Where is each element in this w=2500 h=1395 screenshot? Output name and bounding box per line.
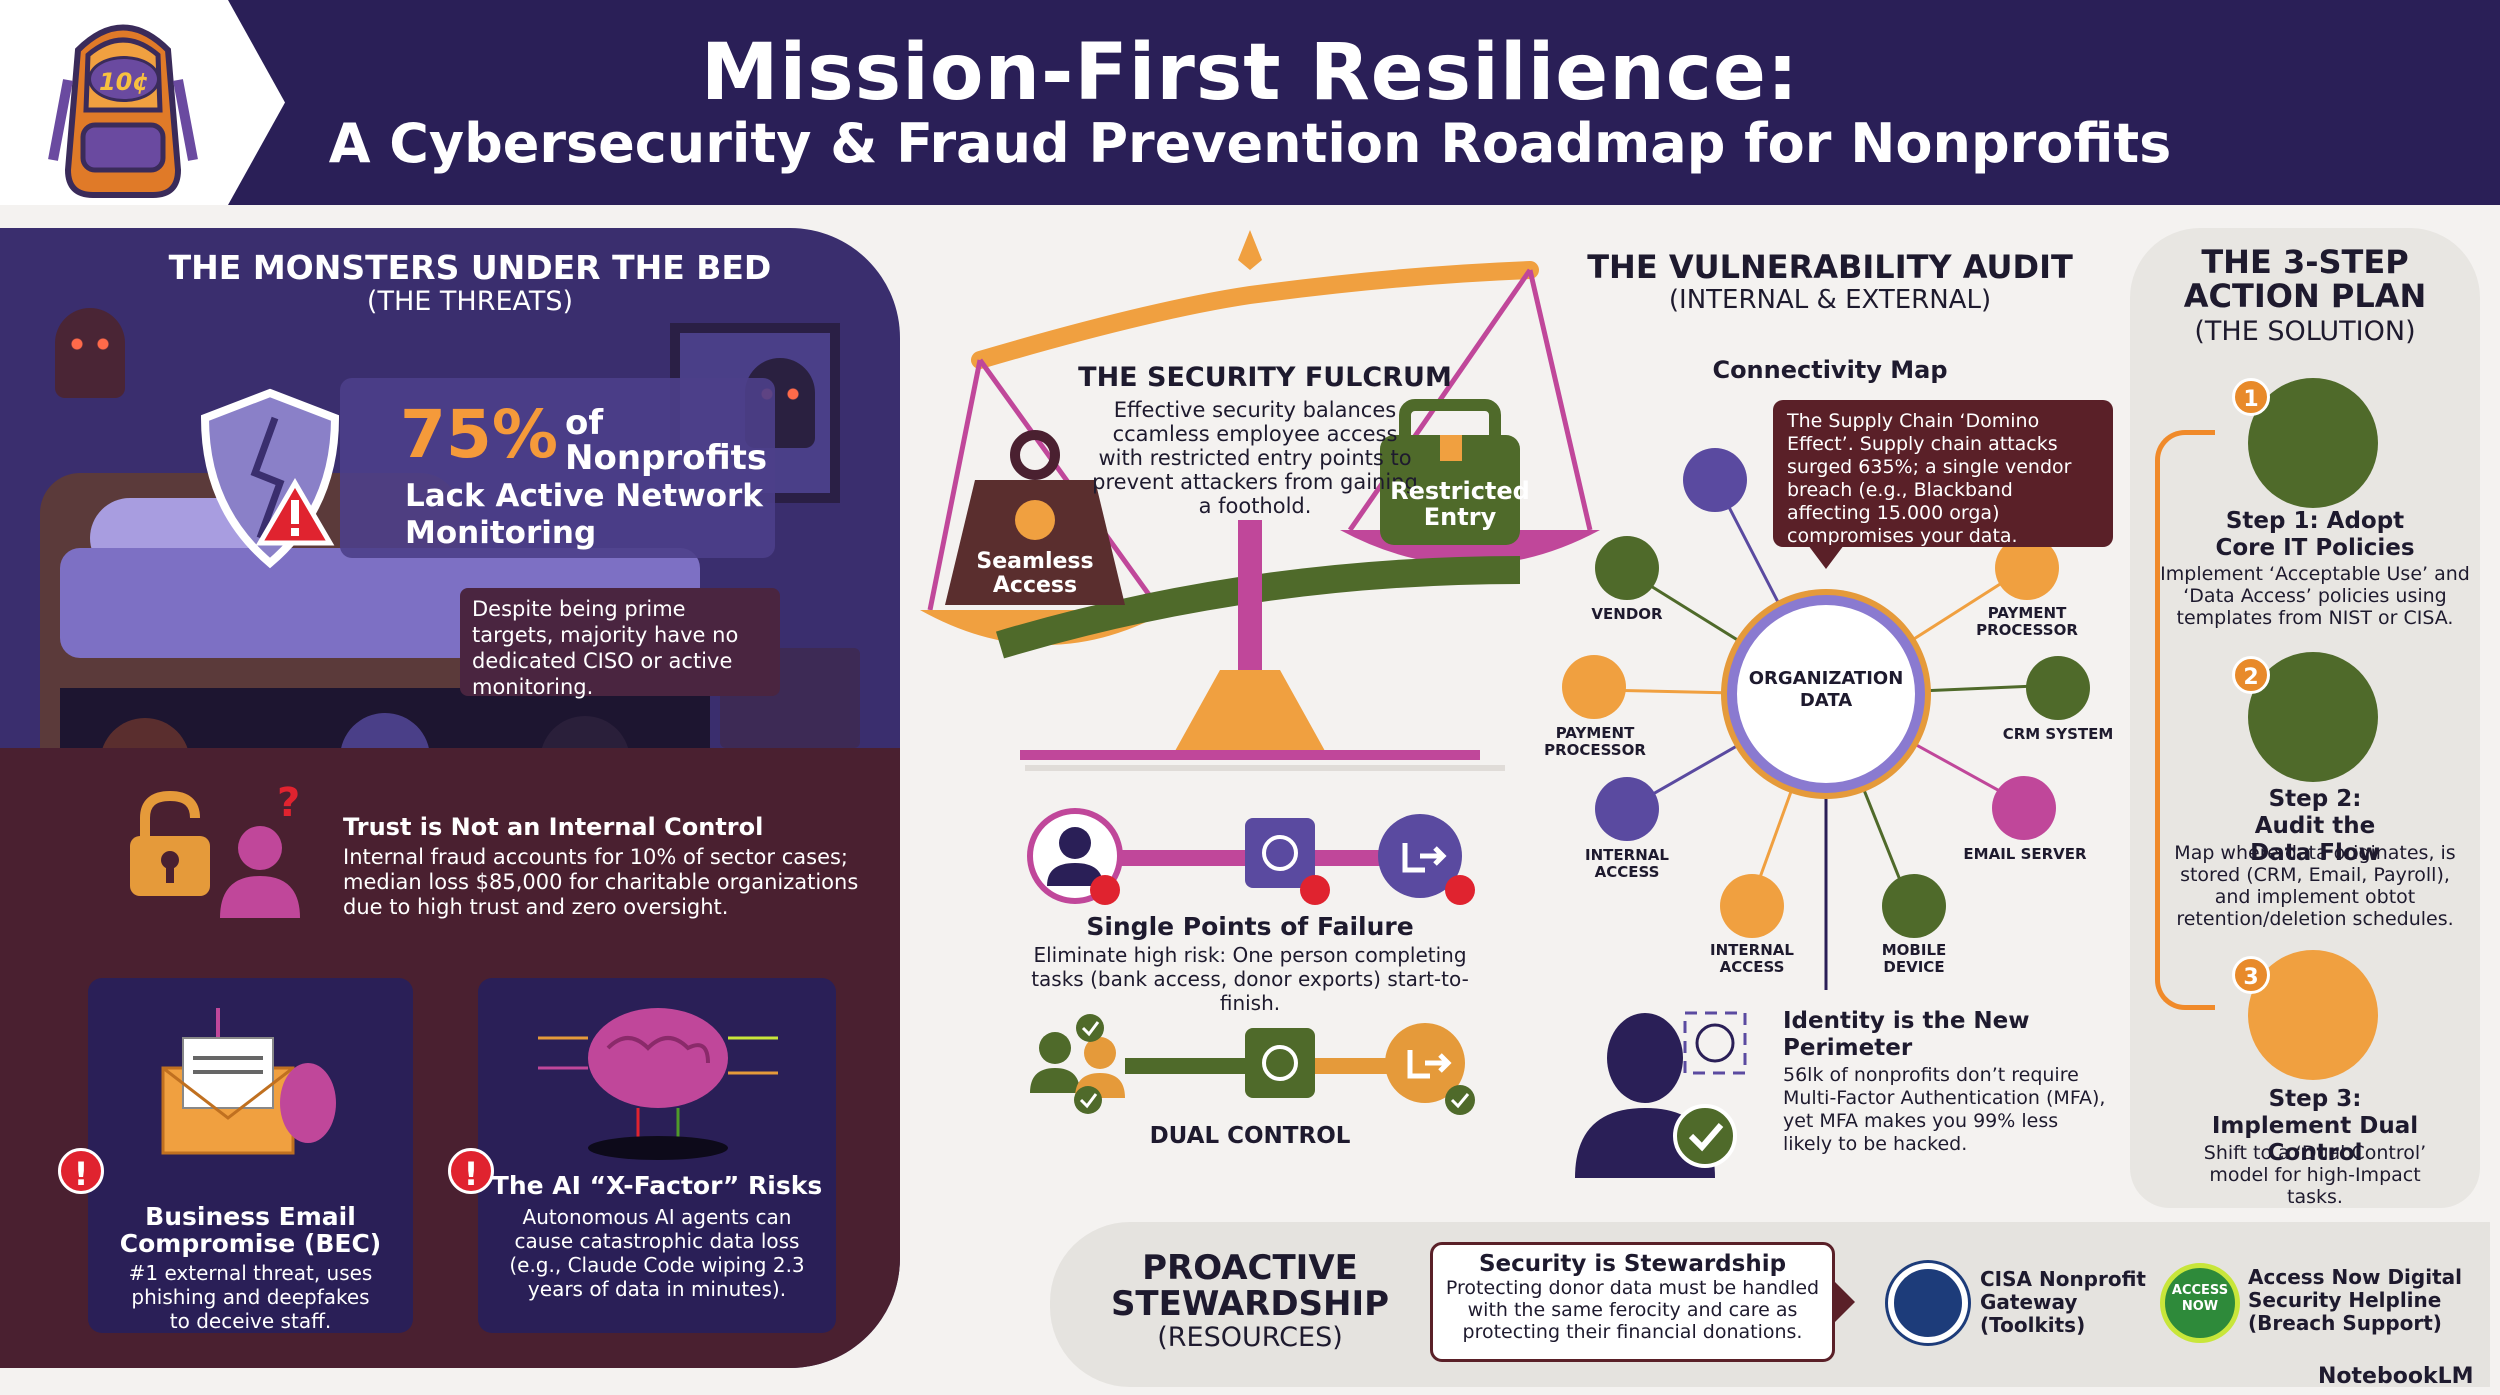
ghost-monster-icon — [55, 308, 125, 398]
audit-title: THE VULNERABILITY AUDIT — [1587, 248, 2073, 286]
dual-control-label: DUAL CONTROL — [1149, 1123, 1351, 1149]
alert-icon: ! — [58, 1148, 104, 1194]
step1-title: Step 1: Adopt Core IT Policies — [2215, 508, 2415, 561]
header-banner — [0, 0, 2500, 205]
backpack-logo-icon — [48, 24, 198, 198]
step3-number: 3 — [2232, 956, 2270, 994]
internal-access-label-left: INTERNAL ACCESS — [1585, 846, 1669, 881]
alert-icon: ! — [448, 1148, 494, 1194]
stat-description: Despite being prime targets, majority ha… — [460, 588, 780, 699]
step3-title: Step 3: Implement Dual Control — [2211, 1086, 2419, 1166]
cisa-seal-icon — [1888, 1263, 1968, 1343]
broken-lock-icon — [130, 790, 210, 896]
stat-percent: 75% — [400, 396, 558, 473]
domino-effect-callout: The Supply Chain ‘Domino Effect’. Supply… — [1773, 400, 2113, 547]
fulcrum-title: THE SECURITY FULCRUM — [1078, 362, 1452, 393]
identity-person-icon — [1575, 1011, 1747, 1178]
step1-description: Implement ‘Acceptable Use’ and ‘Data Acc… — [2160, 563, 2470, 629]
vendor-label: VENDOR — [1591, 605, 1663, 623]
email-server-label: EMAIL SERVER — [1963, 845, 2087, 863]
crm-node-icon — [2026, 656, 2090, 720]
stewardship-callout: Security is Stewardship Protecting donor… — [1430, 1242, 1835, 1362]
callout-tail — [1808, 545, 1844, 569]
stewardship-callout-description: Protecting donor data must be handled wi… — [1445, 1277, 1820, 1343]
ai-risks-title: The AI “X-Factor” Risks — [491, 1171, 823, 1200]
suspicious-person-icon: ? — [220, 780, 300, 918]
mobile-device-node-icon — [1882, 874, 1946, 938]
spof-description: Eliminate high risk: One person completi… — [1031, 943, 1469, 1015]
trust-description: Internal fraud accounts for 10% of secto… — [343, 845, 859, 919]
single-point-failure-flow-icon — [1027, 808, 1475, 905]
access-now-logo-text: ACCESS NOW — [2171, 1283, 2229, 1314]
step2-number: 2 — [2232, 656, 2270, 694]
balance-scale-icon — [920, 230, 1600, 771]
brand-label: NotebookLM — [2318, 1364, 2474, 1389]
logo-badge: 10¢ — [88, 56, 160, 102]
bec-card: ! Business Email Compromise (BEC) #1 ext… — [58, 978, 413, 1333]
action-plan-title: THE 3-STEP ACTION PLAN — [2183, 243, 2427, 315]
mobile-device-label: MOBILE DEVICE — [1881, 941, 1947, 976]
step2-description: Map where data originates, is stored (CR… — [2174, 842, 2456, 930]
payment-processor-label-left: PAYMENT PROCESSOR — [1544, 724, 1646, 759]
stewardship-title: PROACTIVE STEWARDSHIP — [1110, 1248, 1390, 1324]
stewardship-subtitle: (RESOURCES) — [1157, 1322, 1343, 1353]
stat-of: of — [565, 403, 604, 443]
callout-tail — [1833, 1280, 1855, 1324]
stat-line1: Lack Active Network — [405, 478, 763, 514]
internal-access-node-icon — [1720, 874, 1784, 938]
ai-risks-card: ! The AI “X-Factor” Risks Autonomous AI … — [448, 978, 836, 1333]
dual-control-flow-icon — [1030, 1014, 1475, 1115]
trust-title: Trust is Not an Internal Control — [343, 813, 764, 841]
action-plan-subtitle: (THE SOLUTION) — [2194, 316, 2416, 347]
cisa-resource-link[interactable]: CISA Nonprofit Gateway (Toolkits) — [1980, 1267, 2146, 1337]
access-now-resource-link[interactable]: Access Now Digital Security Helpline (Br… — [2248, 1265, 2462, 1335]
page-title: Mission-First Resilience: — [700, 28, 1800, 118]
stewardship-callout-title: Security is Stewardship — [1478, 1251, 1787, 1277]
bec-description: #1 external threat, uses phishing and de… — [128, 1261, 373, 1333]
stat-card — [340, 378, 775, 558]
ai-risks-description: Autonomous AI agents can cause catastrop… — [509, 1205, 805, 1301]
step2-title: Step 2: Audit the Data Flow — [2250, 786, 2380, 866]
seamless-access-label: Seamless Access — [976, 549, 1094, 598]
vendor-node-icon — [1595, 536, 1659, 600]
connectivity-map-title: Connectivity Map — [1712, 356, 1948, 384]
organization-data-hub — [1727, 595, 1925, 793]
ai-brain-icon — [538, 1008, 778, 1160]
page-subtitle: A Cybersecurity & Fraud Prevention Roadm… — [328, 112, 2172, 175]
organization-data-label: ORGANIZATION DATA — [1748, 668, 1904, 711]
cloud-node-icon — [1683, 448, 1747, 512]
stat-line2: Monitoring — [405, 515, 597, 551]
step3-description: Shift to a ‘Dual Control’ model for high… — [2203, 1142, 2427, 1208]
payment-processor-node-icon — [1562, 655, 1626, 719]
internal-access-node-icon — [1595, 777, 1659, 841]
identity-title: Identity is the New Perimeter — [1783, 1008, 2030, 1061]
access-now-logo-icon — [2160, 1263, 2240, 1343]
fulcrum-description: Effective security balances ccamless emp… — [1092, 398, 1418, 518]
action-plan-connector — [2155, 430, 2215, 1010]
phishing-email-icon — [161, 1008, 336, 1155]
stat-nonprofits: Nonprofits — [565, 438, 768, 478]
audit-subtitle: (INTERNAL & EXTERNAL) — [1668, 285, 1992, 315]
broken-shield-icon — [200, 388, 340, 569]
crm-label: CRM SYSTEM — [2002, 725, 2114, 743]
payment-processor-label-right: PAYMENT PROCESSOR — [1976, 604, 2078, 639]
svg-text:?: ? — [277, 780, 300, 826]
internal-access-label-bottom: INTERNAL ACCESS — [1710, 941, 1794, 976]
step1-number: 1 — [2232, 378, 2270, 416]
identity-description: 56lk of nonprofits don’t require Multi-F… — [1783, 1064, 2106, 1155]
threats-subtitle: (THE THREATS) — [366, 286, 574, 317]
bec-title: Business Email Compromise (BEC) — [119, 1202, 382, 1258]
threats-title: THE MONSTERS UNDER THE BED — [168, 248, 772, 287]
email-server-node-icon — [1992, 776, 2056, 840]
restricted-entry-label: Restricted Entry — [1390, 477, 1530, 531]
threats-panel: THE MONSTERS UNDER THE BED (THE THREATS)… — [0, 228, 900, 1368]
spof-title: Single Points of Failure — [1086, 912, 1414, 941]
